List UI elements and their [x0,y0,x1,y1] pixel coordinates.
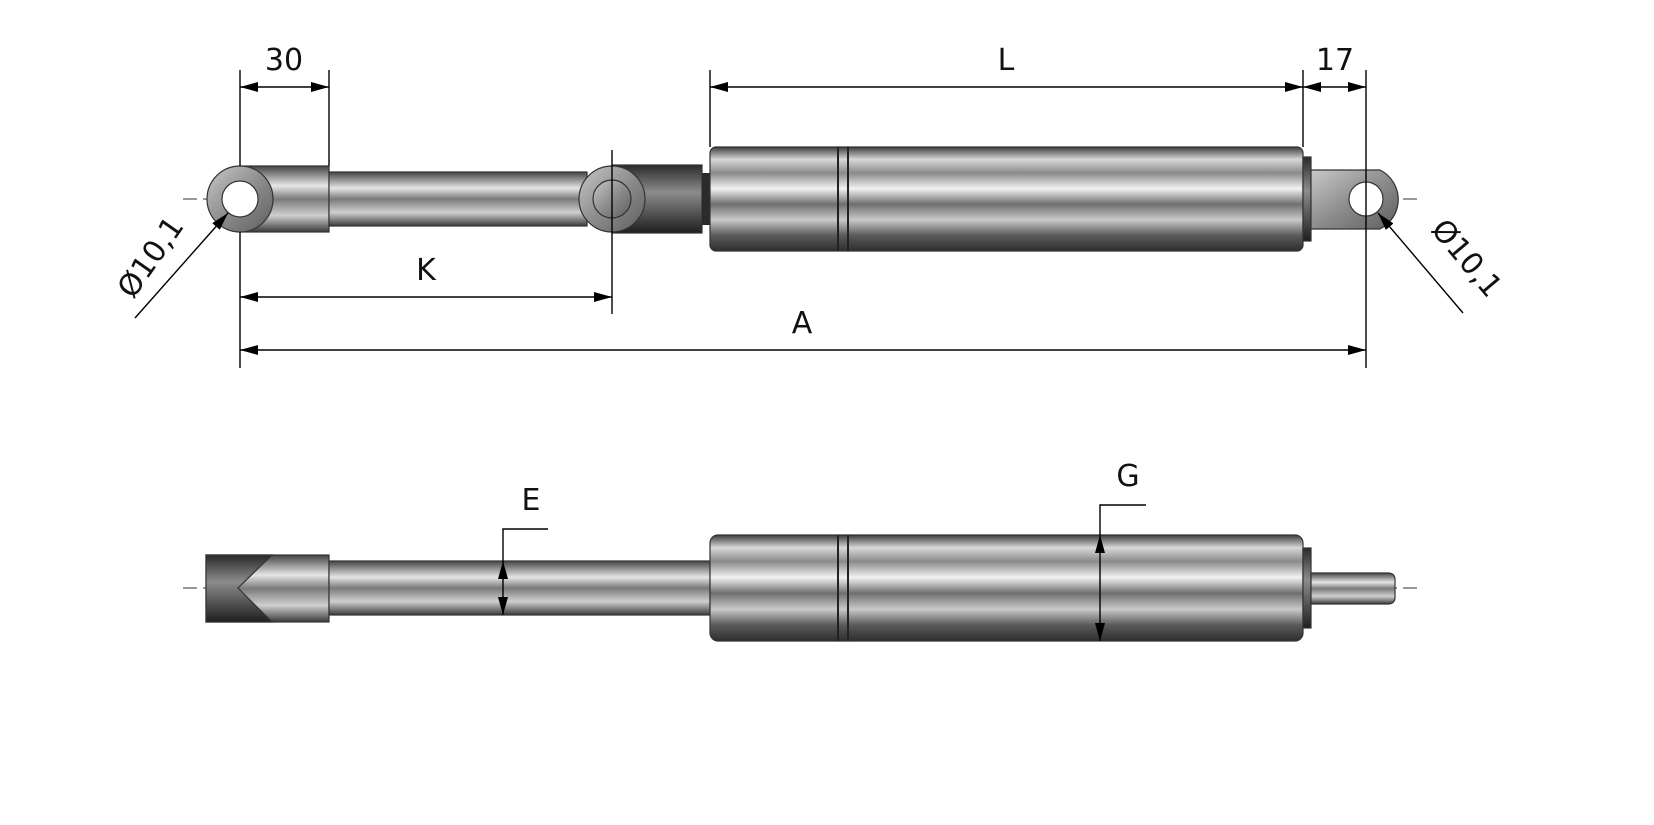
side-tail-tab [1310,572,1396,605]
side-cylinder [709,534,1312,642]
right-tail-fitting [1310,169,1399,230]
side-cylinder-rear-cap [1302,547,1312,629]
dim-L-label: L [998,43,1015,78]
side-piston-rod [328,560,711,616]
right-diameter-leader [1377,212,1464,314]
dim-G-label: G [1116,459,1139,494]
side-left-fitting-chamfer [205,554,274,623]
side-dimensions: E G [498,459,1146,641]
top-cylinder [709,146,1312,252]
dim-17-label: 17 [1316,43,1354,78]
top-cylinder-groove [837,147,849,251]
dim-A-label: A [792,306,813,341]
dim-30-label: 30 [265,43,303,78]
left-eye-hole [221,180,259,218]
retracted-eye-fitting [578,164,710,234]
left-diameter-leader [134,212,229,319]
top-cylinder-body [709,146,1304,252]
side-left-fitting [205,554,330,623]
side-cylinder-body [709,534,1304,642]
dim-E-leader [502,528,548,561]
dim-E-label: E [522,483,541,518]
side-cylinder-groove [837,535,849,641]
top-piston-rod [328,171,588,227]
dim-K-label: K [416,253,437,288]
dim-G-leader [1099,504,1146,535]
top-view [183,146,1420,252]
side-view [183,534,1418,642]
cylinder-end-cap [702,173,710,225]
left-eye-fitting [206,165,330,233]
left-diameter-label: Ø10,1 [111,210,192,304]
top-cylinder-rear-cap [1302,156,1312,242]
right-diameter-label: Ø10,1 [1424,213,1509,305]
